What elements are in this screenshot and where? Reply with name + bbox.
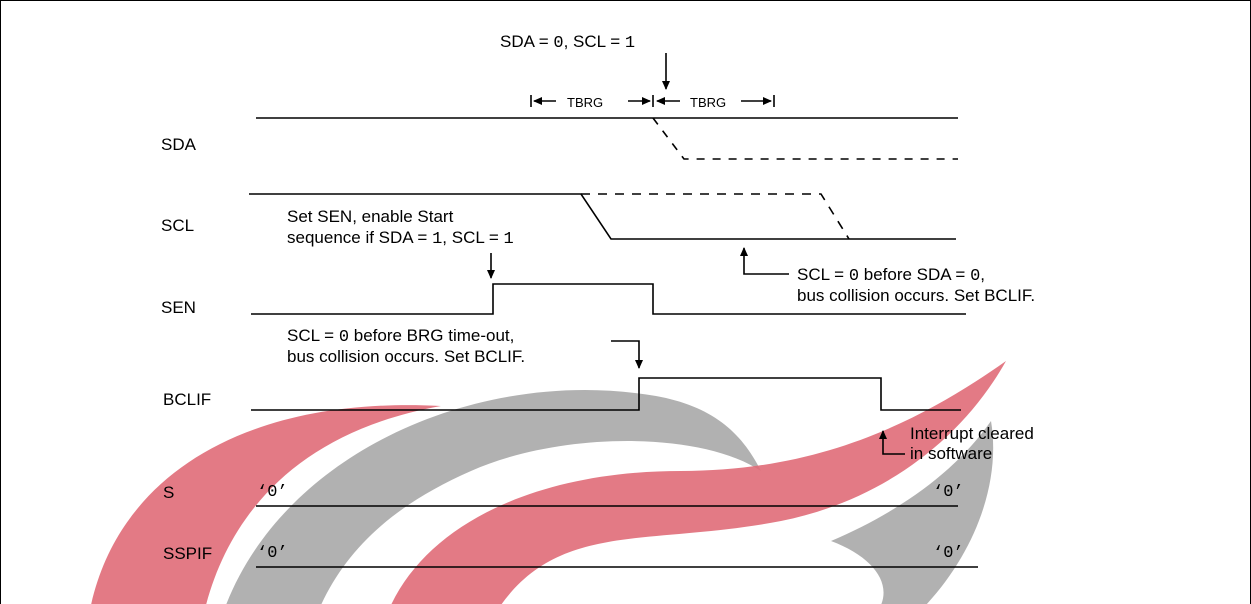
tbrg-label-2: TBRG <box>690 95 727 110</box>
annotation-scl-val: 1 <box>624 34 636 53</box>
note-interrupt-line1: Interrupt cleared <box>910 424 1034 443</box>
note-scl-sda-d: 0 <box>970 267 981 286</box>
note-scl-before-sda-line2: bus collision occurs. Set BCLIF. <box>797 286 1036 305</box>
annotation-sda-eq: SDA = <box>500 32 554 51</box>
tbrg-label-1: TBRG <box>567 95 604 110</box>
note-scl-sda-b: 0 <box>848 267 860 286</box>
note-set-sen-line2: sequence if SDA = 1, SCL = 1 <box>287 228 514 250</box>
bclif-waveform <box>251 377 961 411</box>
note-scl-before-brg-line1: SCL = 0 before BRG time-out, <box>287 326 514 348</box>
sda-dashed-transition <box>652 117 958 160</box>
signal-label-s: S <box>163 483 175 502</box>
sen-waveform <box>251 283 966 315</box>
note-set-sen-text-d: 1 <box>503 230 514 249</box>
note-scl-sda-e: , <box>980 265 986 284</box>
s-end-zero: ‘0’ <box>933 483 964 502</box>
note-set-sen-text-b: 1 <box>432 230 443 249</box>
annotation-sda-scl: SDA = 0, SCL = 1 <box>500 32 635 54</box>
sspif-end-zero: ‘0’ <box>933 544 964 563</box>
arrow-scl-before-brg <box>611 340 643 369</box>
annotation-scl-eq: , SCL = <box>563 32 625 51</box>
signal-label-sen: SEN <box>161 298 196 317</box>
s-start-zero: ‘0’ <box>257 483 288 502</box>
note-scl-sda-a: SCL = <box>797 265 849 284</box>
signal-label-bclif: BCLIF <box>163 390 212 409</box>
note-set-sen-line1: Set SEN, enable Start <box>287 207 454 226</box>
note-scl-before-brg-line2: bus collision occurs. Set BCLIF. <box>287 347 526 366</box>
arrow-scl-before-sda <box>740 247 789 275</box>
note-scl-brg-a: SCL = <box>287 326 339 345</box>
arrow-interrupt-cleared <box>879 430 905 455</box>
watermark-red-swoosh <box>91 405 441 604</box>
watermark-gray-arc <box>226 390 761 604</box>
scl-waveform <box>249 193 956 240</box>
watermark-gray-right-arc <box>831 421 994 604</box>
note-interrupt-line2: in software <box>910 444 993 463</box>
note-set-sen-text-c: , SCL = <box>442 228 504 247</box>
sspif-start-zero: ‘0’ <box>257 544 288 563</box>
signal-label-sda: SDA <box>161 135 196 154</box>
note-set-sen-text-a: sequence if SDA = <box>287 228 433 247</box>
note-scl-before-sda-line1: SCL = 0 before SDA = 0, <box>797 265 985 287</box>
note-scl-brg-b: 0 <box>338 328 350 347</box>
signal-label-scl: SCL <box>161 216 195 235</box>
note-scl-brg-c: before BRG time-out, <box>349 326 515 345</box>
watermark-red-wing <box>391 361 1006 604</box>
note-scl-sda-c: before SDA = <box>859 265 971 284</box>
scl-dashed-high <box>581 193 850 240</box>
annotation-sda-val: 0 <box>553 34 564 53</box>
signal-label-sspif: SSPIF <box>163 544 213 563</box>
